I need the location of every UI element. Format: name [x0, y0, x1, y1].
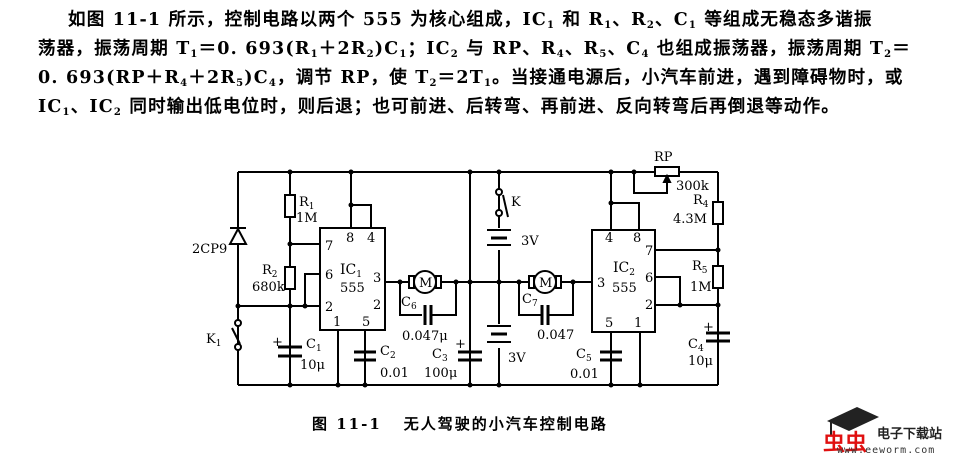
paragraph-line-4: IC1、IC2 同时输出低电位时，则后退；也可前进、后转弯、再前进、反向转弯后再… — [38, 97, 840, 118]
svg-text:C2: C2 — [380, 344, 396, 361]
svg-text:K: K — [511, 195, 521, 210]
paragraph-line-2: 荡器，振荡周期 T1＝0. 693(R1＋2R2)C1；IC2 与 RP、R4、… — [38, 39, 911, 60]
capacitor-c7 — [540, 305, 550, 325]
resistor-r4 — [712, 201, 724, 225]
svg-text:2: 2 — [373, 298, 381, 313]
svg-text:6: 6 — [325, 268, 333, 283]
svg-text:7: 7 — [325, 239, 333, 254]
svg-text:C3: C3 — [432, 347, 448, 364]
svg-text:5: 5 — [362, 315, 370, 330]
c7-value: 0.047 — [537, 328, 574, 343]
svg-text:4: 4 — [367, 231, 375, 246]
svg-text:4: 4 — [605, 231, 613, 246]
svg-text:555: 555 — [340, 281, 365, 296]
svg-text:IC1: IC1 — [340, 262, 362, 280]
junction-dots — [235, 169, 721, 388]
capacitor-c6 — [423, 305, 433, 325]
svg-text:C5: C5 — [576, 347, 592, 364]
svg-text:+: + — [455, 337, 466, 352]
svg-text:C4: C4 — [688, 337, 704, 354]
rp-value: 300k — [676, 179, 709, 194]
c2-value: 0.01 — [380, 366, 409, 381]
figure-title: 无人驾驶的小汽车控制电路 — [403, 415, 608, 433]
svg-text:C1: C1 — [306, 337, 322, 354]
svg-text:R5: R5 — [692, 259, 708, 276]
capacitor-c1 — [278, 345, 302, 358]
svg-text:2: 2 — [325, 300, 333, 315]
switch-k — [495, 188, 509, 218]
paragraph-line-3: 0. 693(RP＋R4＋2R5)C4，调节 RP，使 T2＝2T1。当接通电源… — [38, 68, 904, 89]
svg-text:K1: K1 — [206, 332, 221, 349]
svg-text:M: M — [419, 276, 432, 291]
svg-text:7: 7 — [645, 244, 653, 259]
resistor-r1 — [284, 194, 296, 218]
site-name: 电子下载站 — [877, 427, 943, 442]
svg-text:8: 8 — [633, 231, 641, 246]
motor-2 — [528, 270, 562, 294]
svg-text:3V: 3V — [508, 351, 526, 366]
ic1-555-chip — [319, 227, 386, 331]
svg-text:2: 2 — [645, 298, 653, 313]
c1-value: 10μ — [300, 358, 325, 373]
c5-value: 0.01 — [570, 367, 599, 382]
c6-value: 0.047μ — [402, 329, 448, 344]
watermark-logo: 虫虫 电子下载站 www.eeworm.com — [815, 405, 960, 465]
r1-value: 1M — [296, 211, 318, 226]
paragraph-line-1: 如图 11-1 所示，控制电路以两个 555 为核心组成，IC1 和 R1、R2… — [68, 10, 873, 31]
svg-text:C6: C6 — [401, 295, 417, 312]
ic2-555-chip — [591, 229, 656, 333]
figure-number: 图 11-1 — [312, 415, 382, 433]
resistor-r2 — [284, 266, 296, 290]
svg-text:IC2: IC2 — [613, 260, 635, 278]
capacitor-c2 — [354, 350, 376, 362]
capacitor-c3 — [458, 350, 482, 362]
svg-text:8: 8 — [346, 231, 354, 246]
svg-text:R4: R4 — [693, 193, 709, 210]
svg-text:6: 6 — [645, 271, 653, 286]
r2-value: 680k — [252, 280, 285, 295]
svg-text:3V: 3V — [521, 234, 539, 249]
svg-text:R2: R2 — [262, 263, 278, 280]
r5-value: 1M — [690, 280, 712, 295]
svg-text:+: + — [272, 335, 283, 350]
figure-caption: 图 11-1 无人驾驶的小汽车控制电路 — [312, 413, 608, 434]
capacitor-c5 — [600, 350, 622, 362]
svg-text:5: 5 — [605, 316, 613, 331]
diode-label: 2CP9 — [192, 242, 227, 257]
svg-text:1: 1 — [634, 316, 642, 331]
svg-text:3: 3 — [373, 271, 381, 286]
svg-text:R1: R1 — [299, 195, 315, 212]
svg-text:3: 3 — [597, 276, 605, 291]
capacitor-c4 — [706, 331, 730, 343]
battery-2 — [486, 324, 512, 348]
svg-text:M: M — [539, 276, 552, 291]
svg-text:1: 1 — [333, 315, 341, 330]
switch-k1 — [231, 319, 242, 351]
diode-2cp9 — [228, 226, 248, 245]
svg-text:+: + — [703, 320, 714, 335]
site-url: www.eeworm.com — [837, 445, 936, 456]
resistor-r5 — [712, 265, 724, 289]
svg-text:555: 555 — [612, 281, 637, 296]
description-paragraph: 如图 11-1 所示，控制电路以两个 555 为核心组成，IC1 和 R1、R2… — [38, 6, 938, 122]
logo-char: 虫虫 — [823, 431, 868, 456]
c3-value: 100μ — [424, 366, 457, 381]
svg-text:RP: RP — [654, 150, 673, 165]
c4-value: 10μ — [688, 354, 713, 369]
svg-text:C7: C7 — [522, 292, 538, 309]
motor-1 — [408, 270, 442, 294]
r4-value: 4.3M — [673, 212, 707, 227]
battery-1 — [486, 228, 512, 250]
graduation-cap-icon — [827, 407, 879, 435]
